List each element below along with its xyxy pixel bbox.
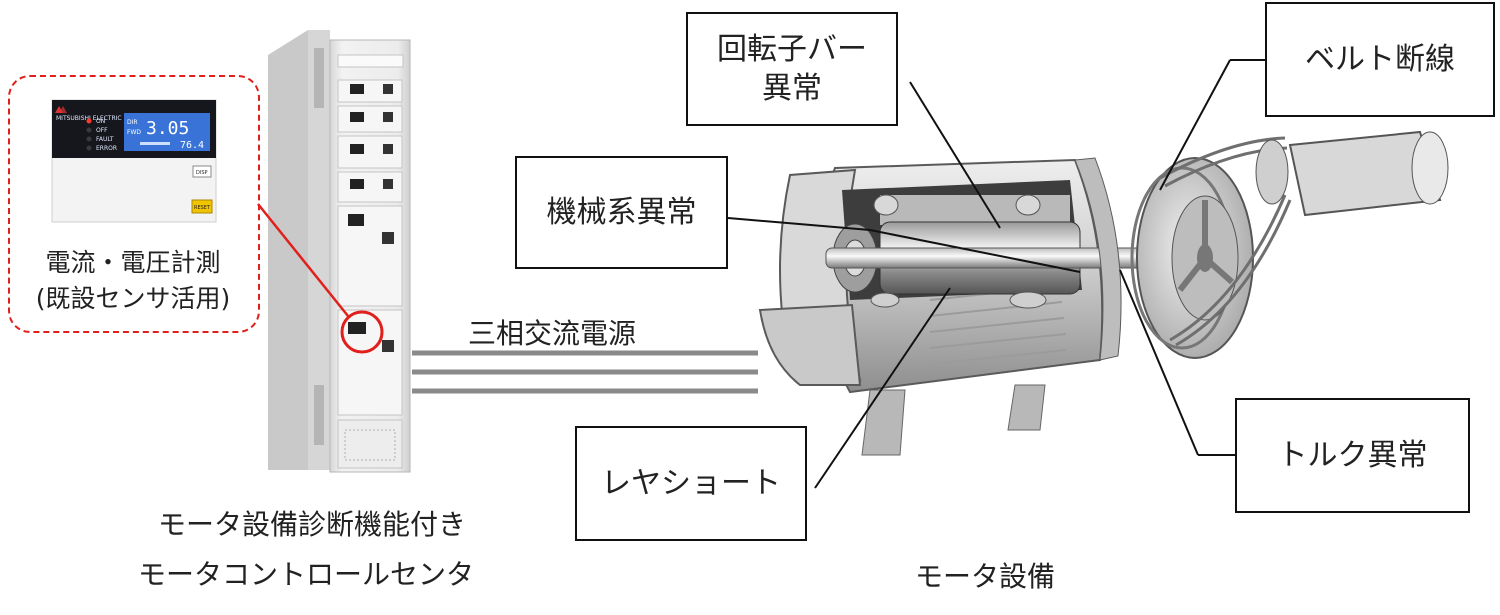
display-sub: 76.4 bbox=[180, 140, 204, 151]
mcc-caption-line1: モータ設備診断機能付き bbox=[158, 508, 467, 541]
mcc-caption-line2: モータコントロールセンタ bbox=[138, 558, 475, 591]
motor-illustration bbox=[758, 157, 1147, 456]
mode-dir: DIR bbox=[127, 119, 138, 126]
motor-control-center bbox=[268, 30, 411, 473]
callout-mechanical: 機械系異常 bbox=[515, 156, 728, 269]
callout-torque: トルク異常 bbox=[1235, 398, 1470, 513]
callout-rotor-bar: 回転子バー 異常 bbox=[686, 12, 898, 126]
indicator-off: OFF bbox=[96, 127, 108, 134]
callout-torque-label: トルク異常 bbox=[1277, 438, 1428, 473]
callout-layer-short-label: レヤショート bbox=[601, 466, 781, 501]
meter-highlight-connector bbox=[257, 203, 349, 317]
callout-belt: ベルト断線 bbox=[1265, 2, 1495, 117]
three-phase-lines bbox=[412, 350, 758, 394]
indicator-fault: FAULT bbox=[96, 136, 114, 143]
indicator-error: ERROR bbox=[96, 145, 117, 152]
callout-belt-label: ベルト断線 bbox=[1305, 42, 1455, 77]
meter-panel: MITSUBISHI ELECTRIC ON OFF FAULT ERROR D… bbox=[51, 99, 217, 223]
motor-caption: モータ設備 bbox=[915, 560, 1056, 593]
reset-button-label: RESET bbox=[194, 205, 211, 211]
meter-caption-line2: (既設センサ活用) bbox=[35, 284, 231, 313]
callout-rotor-bar-line1: 回転子バー bbox=[717, 32, 867, 67]
callout-rotor-bar-line2: 異常 bbox=[762, 71, 822, 106]
meter-caption-line1: 電流・電圧計測 bbox=[45, 248, 221, 277]
callout-layer-short: レヤショート bbox=[575, 426, 807, 541]
power-label: 三相交流電源 bbox=[468, 317, 637, 350]
indicator-on: ON bbox=[96, 118, 105, 125]
leader-lines bbox=[727, 59, 1265, 489]
meter-dashed-frame bbox=[8, 75, 260, 333]
display-main: 3.05 bbox=[146, 118, 189, 139]
disp-button-label: DISP bbox=[196, 170, 208, 176]
mode-fwd: FWD bbox=[127, 129, 141, 136]
belt-drive-illustration bbox=[1130, 130, 1449, 359]
meter-brand: MITSUBISHI ELECTRIC bbox=[56, 115, 122, 122]
callout-mechanical-label: 機械系異常 bbox=[546, 195, 697, 230]
meter-highlight-circle bbox=[340, 310, 384, 354]
